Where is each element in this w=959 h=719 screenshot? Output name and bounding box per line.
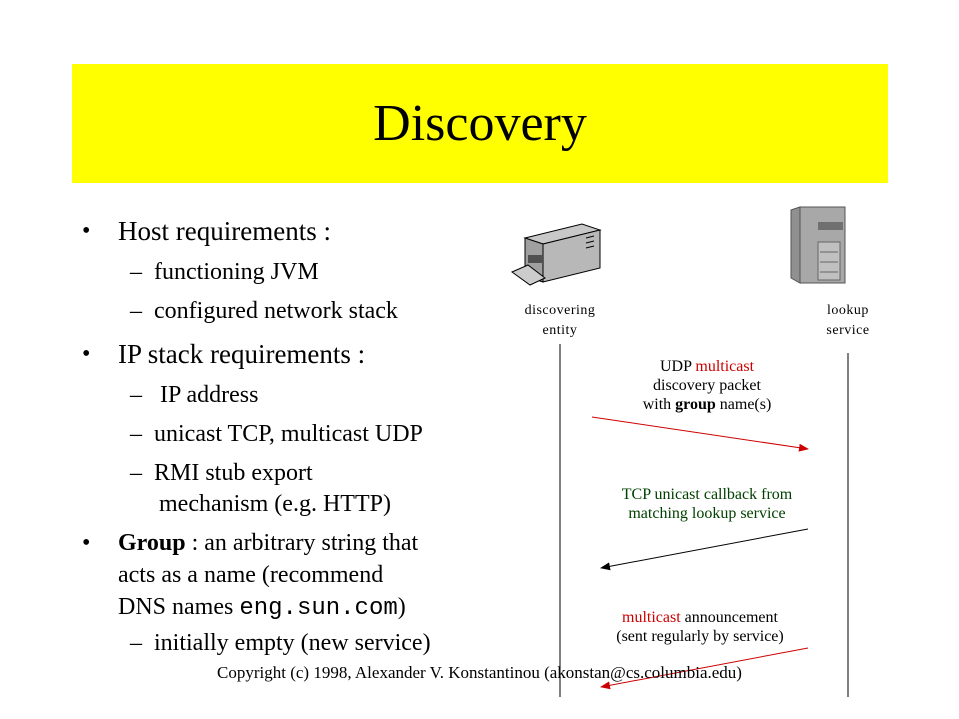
group-line1: Group : an arbitrary string that [118, 530, 418, 557]
label-line: service [826, 323, 870, 338]
msg-line: TCP unicast callback from [621, 486, 793, 503]
server-icon [790, 206, 846, 284]
code-text: eng.sun.com [239, 595, 398, 622]
msg-line: matching lookup service [628, 505, 786, 522]
sub-text: functioning JVM [154, 259, 319, 285]
sub-text: configured network stack [154, 298, 398, 324]
msg-line: multicast announcement [590, 608, 810, 627]
text: : an arbitrary string that [185, 530, 419, 556]
tcp-callback-arrow [600, 528, 809, 571]
label-line: entity [542, 323, 578, 338]
sub-item: – RMI stub export [130, 460, 313, 486]
text: UDP [659, 358, 696, 375]
msg-line: with group name(s) [607, 395, 807, 414]
group-bold: Group [118, 530, 186, 556]
msg-line: discovery packet [653, 377, 761, 394]
bullet: • [82, 341, 91, 367]
udp-multicast-arrow [591, 416, 809, 452]
label-line: lookup [827, 303, 869, 318]
lookup-service-label: lookup service [808, 303, 888, 339]
sub-item: – unicast TCP, multicast UDP [130, 421, 423, 447]
text: ) [397, 594, 406, 620]
text: group [675, 396, 716, 413]
sub-text: mechanism (e.g. HTTP) [159, 491, 391, 517]
group-line3: DNS names eng.sun.com) [118, 594, 406, 622]
text: name(s) [715, 396, 772, 413]
sub-item: – configured network stack [130, 298, 398, 324]
group-line2: acts as a name (recommend [118, 562, 384, 588]
copyright-footer: Copyright (c) 1998, Alexander V. Konstan… [217, 663, 742, 682]
tcp-message-label: TCP unicast callback from matching looku… [597, 485, 817, 523]
announcement-arrow [600, 647, 809, 690]
host-requirements: Host requirements : [118, 216, 331, 246]
discovering-entity-label: discovering entity [510, 303, 610, 339]
title-banner: Discovery [72, 64, 888, 183]
sub-text: initially empty (new service) [154, 630, 431, 656]
bullet: • [82, 218, 91, 244]
msg-line: (sent regularly by service) [616, 628, 784, 645]
sub-text: RMI stub export [154, 460, 313, 486]
sub-item: – initially empty (new service) [130, 630, 431, 656]
msg-line: UDP multicast [607, 357, 807, 376]
bullet: • [82, 530, 91, 556]
announcement-label: multicast announcement (sent regularly b… [590, 608, 810, 646]
sub-text: unicast TCP, multicast UDP [154, 421, 423, 447]
text: announcement [680, 609, 778, 626]
text: multicast [622, 609, 681, 626]
udp-message-label: UDP multicast discovery packet with grou… [607, 357, 807, 414]
sub-item: – functioning JVM [130, 259, 319, 285]
slide-title: Discovery [373, 95, 587, 152]
text: multicast [695, 358, 755, 375]
ip-requirements: IP stack requirements : [118, 339, 366, 369]
text: DNS names [118, 594, 240, 620]
text: with [642, 396, 676, 413]
sub-text: IP address [160, 382, 259, 408]
sub-item: – IP address [130, 382, 259, 408]
printer-icon [510, 223, 602, 286]
label-line: discovering [524, 303, 596, 318]
